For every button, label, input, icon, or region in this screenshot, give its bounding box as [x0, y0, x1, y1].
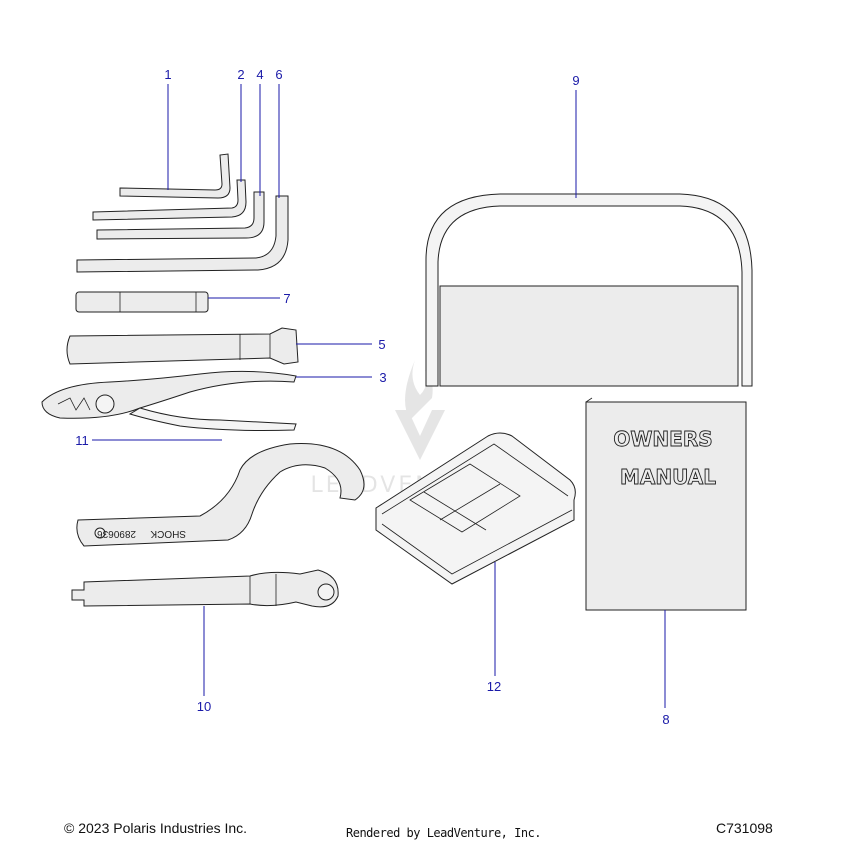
callout-1: 1 — [164, 67, 171, 82]
copyright-text: © 2023 Polaris Industries Inc. — [64, 820, 248, 836]
tool-pouch — [425, 193, 753, 387]
fuse-kit — [375, 432, 576, 585]
hex-key-1 — [119, 153, 231, 199]
hex-key-6 — [76, 195, 289, 273]
callout-3: 3 — [379, 370, 386, 385]
manual-line-1: OWNERS — [613, 427, 712, 451]
hex-key-2 — [92, 179, 247, 221]
spanner-text-1: SHOCK — [150, 528, 186, 539]
callout-11: 11 — [75, 433, 89, 448]
extension-bar — [75, 291, 209, 313]
callout-6: 6 — [275, 67, 282, 82]
manual-line-2: MANUAL — [620, 465, 716, 489]
callout-12: 12 — [487, 679, 501, 694]
callout-9: 9 — [572, 73, 579, 88]
pliers — [41, 370, 297, 431]
callout-labels: 1 2 3 4 5 6 7 8 9 10 11 12 — [75, 67, 669, 727]
callout-7: 7 — [283, 291, 290, 306]
callout-8: 8 — [662, 712, 669, 727]
callout-2: 2 — [237, 67, 244, 82]
rendered-by-text: Rendered by LeadVenture, Inc. — [346, 826, 542, 840]
diagram-code: C731098 — [716, 820, 773, 836]
callout-4: 4 — [256, 67, 263, 82]
owners-manual: OWNERS MANUAL — [585, 397, 747, 611]
spark-plug-wrench — [71, 569, 339, 608]
hex-key-4 — [96, 191, 265, 240]
callout-10: 10 — [197, 699, 211, 714]
watermark-logo — [395, 360, 445, 460]
spanner-wrench: SHOCK 2890636 — [76, 443, 365, 547]
spanner-text-2: 2890636 — [97, 528, 136, 539]
socket-wrench — [66, 327, 299, 365]
callout-5: 5 — [378, 337, 385, 352]
leader-lines — [92, 84, 666, 708]
